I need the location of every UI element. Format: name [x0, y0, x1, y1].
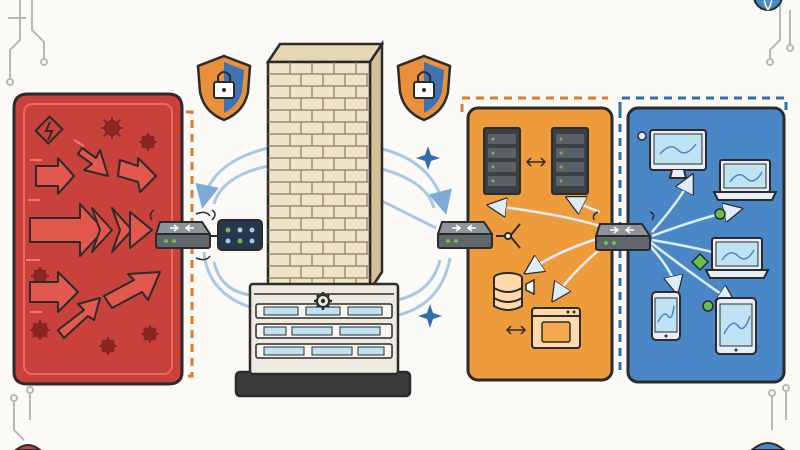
shield-lock-icon — [396, 54, 452, 122]
database-icon — [493, 272, 523, 311]
bidirectional-arrow-icon — [505, 325, 527, 335]
malware-bug-icon — [141, 325, 159, 343]
firewall-brick-wall-icon — [265, 39, 385, 295]
shield-lock-icon — [196, 54, 252, 122]
attack-arrow-icon — [77, 147, 109, 177]
router-icon — [592, 211, 655, 251]
circuit-trace-icon — [6, 0, 794, 441]
branch-arrow-icon — [496, 223, 521, 249]
globe-icon — [14, 444, 42, 450]
malware-bug-icon — [101, 117, 123, 139]
monitor-icon — [649, 129, 707, 179]
attack-arrow-icon — [129, 211, 153, 249]
smartphone-icon — [651, 291, 681, 341]
lightning-icon — [34, 115, 64, 145]
bidirectional-arrow-icon — [525, 157, 547, 167]
status-nodes — [637, 131, 726, 312]
attack-arrow-icon — [57, 297, 101, 339]
attack-arrow-icon — [29, 271, 79, 313]
tablet-icon — [715, 297, 757, 355]
router-icon — [436, 221, 493, 249]
attack-arrows — [29, 147, 161, 339]
web-page-icon — [531, 307, 581, 349]
switch-icon — [217, 219, 263, 251]
server-rack-icon — [551, 127, 589, 195]
laptop-icon — [712, 159, 778, 201]
attack-arrow-icon — [103, 271, 161, 309]
megaphone-icon — [525, 278, 535, 296]
malware-bug-icon — [30, 320, 50, 340]
attack-arrow-icon — [111, 207, 133, 253]
globe-icon — [753, 0, 783, 11]
attack-motion-lines — [26, 139, 85, 313]
laptop-icon — [704, 237, 770, 279]
signal-arcs — [195, 211, 211, 261]
attack-arrow-icon — [29, 203, 105, 257]
firewall-appliance-icon — [234, 282, 412, 398]
attack-arrow-icon — [117, 157, 157, 193]
attack-arrow-icon — [91, 207, 113, 253]
server-rack-icon — [483, 127, 521, 195]
gear-icon — [314, 292, 332, 310]
router-icon — [149, 209, 216, 249]
globe-icon — [750, 442, 786, 450]
attack-arrow-icon — [35, 157, 75, 195]
malware-bug-icon — [139, 133, 157, 151]
malware-bug-icon — [99, 337, 117, 355]
